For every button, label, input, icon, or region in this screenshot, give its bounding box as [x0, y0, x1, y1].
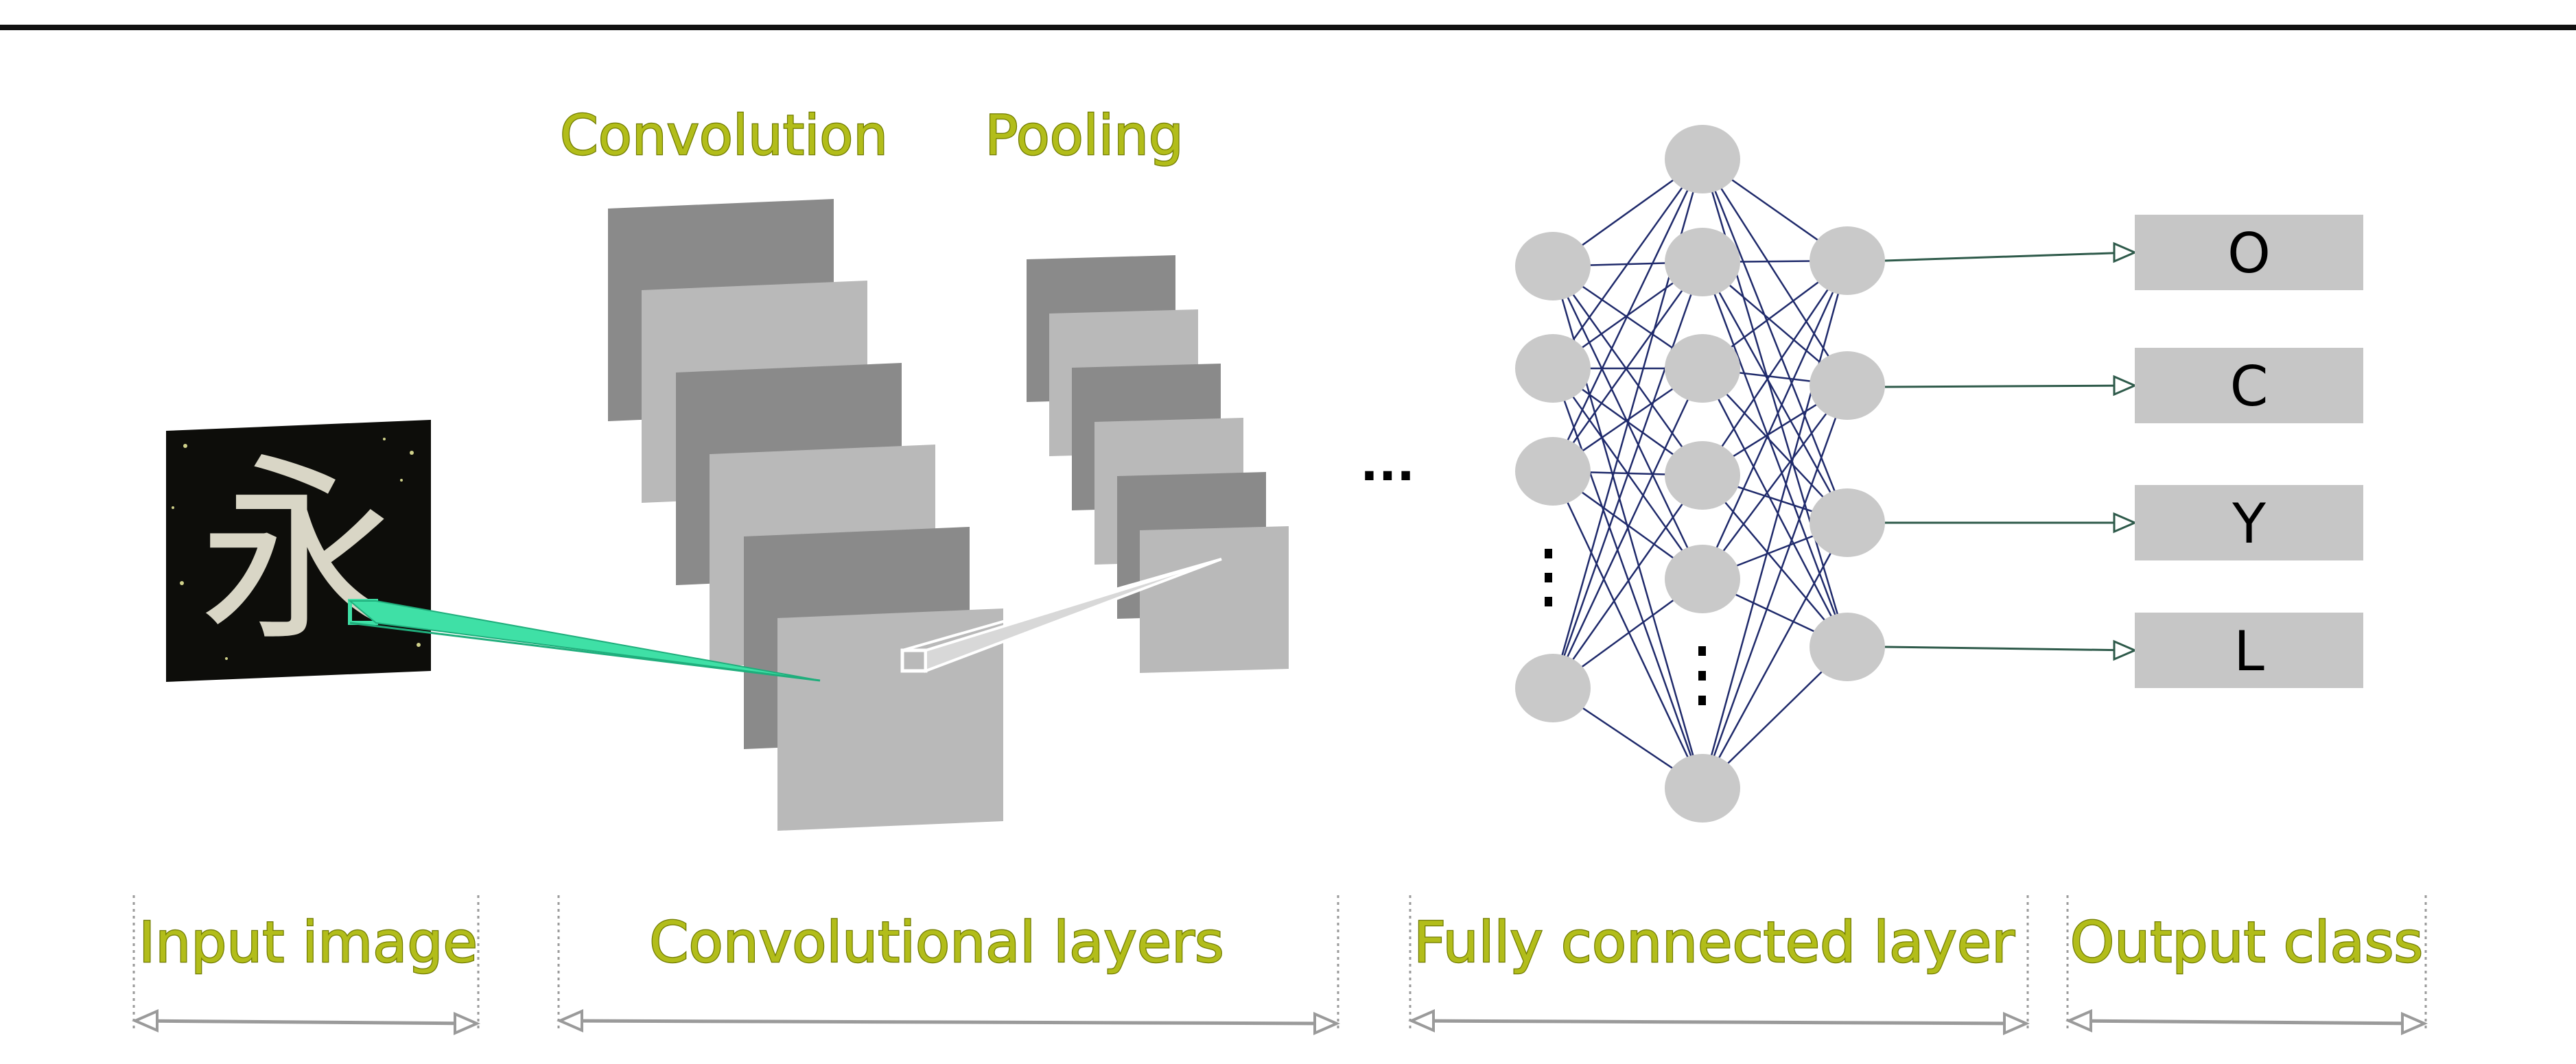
fc-input-neuron-2	[1515, 334, 1591, 403]
section-label-fully-connected-layer: Fully connected layer	[1414, 910, 2015, 976]
convolution-feature-maps	[608, 199, 1003, 831]
fc-edge	[1701, 260, 1849, 580]
output-label-c: C	[2230, 355, 2269, 418]
output-label-y: Y	[2232, 492, 2267, 556]
fc-hidden-neuron-6	[1665, 754, 1740, 823]
section-brackets	[132, 895, 2428, 1036]
fc-hidden-neuron-3	[1665, 334, 1740, 403]
bracket-convolutional-layers	[557, 895, 1340, 1036]
fc-hidden-neuron-5	[1665, 545, 1740, 613]
output-arrow-l	[1884, 646, 2133, 652]
output-arrow-c	[1884, 384, 2133, 388]
fc-hidden-neuron-1	[1665, 125, 1740, 193]
fc-edge	[1701, 385, 1849, 789]
input-image-frame	[166, 420, 431, 682]
fc-col1-vdots	[1545, 549, 1552, 606]
output-box-c	[2135, 348, 2363, 423]
output-arrowhead-l	[2113, 639, 2138, 661]
fc-edge	[1701, 522, 1849, 789]
fc-edge	[1552, 265, 1704, 476]
fc-edge	[1552, 158, 1704, 369]
fc-input-neuron-3	[1515, 437, 1591, 506]
fc-edge	[1701, 368, 1849, 648]
fc-edge	[1552, 368, 1704, 789]
fc-edge	[1701, 260, 1849, 476]
fc-output-neuron-2	[1810, 351, 1885, 420]
fc-edge	[1701, 260, 1849, 789]
kernel-projection-edge	[349, 622, 821, 682]
output-arrow-o	[1884, 251, 2133, 262]
section-label-output-class: Output class	[2070, 910, 2423, 976]
fc-output-neuron-4	[1810, 613, 1885, 681]
output-arrowhead-y	[2113, 512, 2138, 534]
fc-output-neuron-3	[1810, 488, 1885, 557]
fc-hidden-neuron-4	[1665, 441, 1740, 510]
bracket-fully-connected-layer	[1408, 895, 2030, 1036]
input-image-speckles	[172, 438, 421, 660]
section-label-input-image: Input image	[139, 910, 478, 976]
fc-edge	[1552, 158, 1704, 472]
fc-edge	[1552, 471, 1704, 789]
output-arrowhead-c	[2113, 375, 2138, 397]
fc-edge	[1552, 475, 1704, 689]
input-image: 永	[166, 420, 431, 682]
fc-edge	[1552, 368, 1704, 689]
input-image-glyph: 永	[199, 437, 398, 668]
fc-col2-vdots	[1698, 646, 1706, 705]
output-arrows	[1884, 241, 2138, 661]
convolution-header: Convolution	[560, 104, 888, 167]
section-label-convolutional-layers: Convolutional layers	[649, 910, 1223, 976]
bracket-output-class	[2065, 895, 2428, 1036]
fc-edge	[1702, 475, 1848, 648]
fc-nodes	[1515, 125, 1885, 823]
fc-edge	[1701, 385, 1849, 580]
output-box-o	[2135, 215, 2363, 290]
fc-input-neuron-4	[1515, 654, 1591, 722]
output-box-l	[2135, 613, 2363, 688]
pooling-header: Pooling	[985, 104, 1183, 167]
fc-edge	[1552, 261, 1704, 689]
fc-input-neuron-1	[1515, 232, 1591, 300]
output-label-o: O	[2227, 222, 2271, 285]
layers-ellipsis: ...	[1360, 436, 1415, 492]
fc-edge	[1701, 261, 1849, 523]
top-rule	[0, 25, 2576, 30]
fc-output-neuron-1	[1810, 226, 1885, 295]
pooling-projection	[900, 558, 1222, 673]
output-label-l: L	[2234, 619, 2264, 683]
output-arrowhead-o	[2113, 241, 2138, 263]
fc-hidden-neuron-2	[1665, 228, 1740, 296]
fc-edge	[1701, 261, 1849, 648]
output-boxes: O C YL	[2135, 215, 2363, 688]
pool-map-6	[1140, 526, 1289, 673]
fc-edge	[1552, 261, 1704, 472]
fc-edge	[1701, 158, 1849, 523]
output-box-y	[2135, 485, 2363, 560]
bracket-input-image	[132, 895, 480, 1036]
pooling-feature-maps	[1027, 255, 1289, 673]
